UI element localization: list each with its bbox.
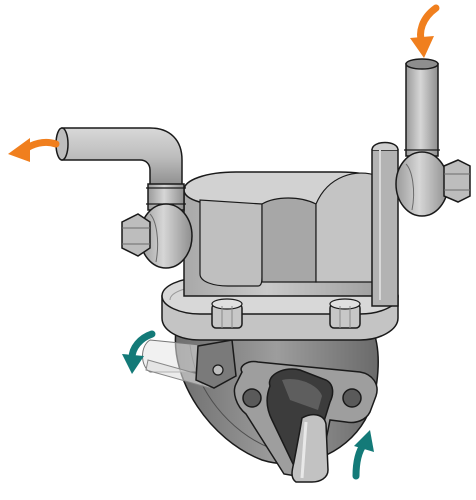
outlet-flow-arrow: [8, 138, 60, 162]
inlet-pipe: [404, 58, 440, 157]
outlet-nut: [121, 213, 151, 257]
pivot-pin: [212, 364, 224, 376]
lever-up-arrow: [352, 430, 374, 480]
outlet-elbow-pipe: [55, 127, 186, 211]
outlet-bracket-plate: [371, 141, 399, 307]
flange-bolt-hole-left: [242, 388, 262, 408]
cover-bolt-right: [329, 298, 361, 329]
flange-bolt-hole-right: [342, 388, 362, 408]
inlet-flow-arrow: [410, 4, 440, 58]
inlet-nut: [443, 159, 471, 203]
lever-down-arrow: [122, 330, 156, 374]
actuating-arm: [291, 413, 329, 483]
rocker-lever: [142, 339, 237, 389]
inlet-banjo-fitting: [395, 151, 449, 217]
cover-bolt-left: [211, 298, 243, 329]
upper-cover: [183, 171, 393, 297]
